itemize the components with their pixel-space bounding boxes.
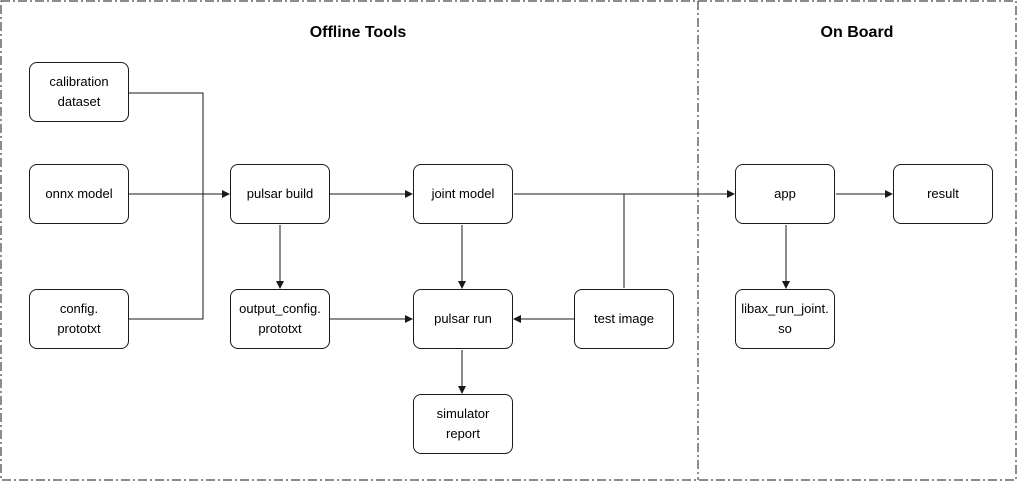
node-result: result — [893, 164, 993, 224]
node-simulator-report: simulator report — [413, 394, 513, 454]
section-title-offline-tools: Offline Tools — [309, 24, 407, 41]
node-app: app — [735, 164, 835, 224]
node-calibration-dataset: calibration dataset — [29, 62, 129, 122]
node-config-prototxt: config. prototxt — [29, 289, 129, 349]
node-test-image: test image — [574, 289, 674, 349]
node-pulsar-build: pulsar build — [230, 164, 330, 224]
node-joint-model: joint model — [413, 164, 513, 224]
node-pulsar-run: pulsar run — [413, 289, 513, 349]
edge-calibration-to-merge — [129, 92, 204, 194]
node-libax-run-joint-so: libax_run_joint. so — [735, 289, 835, 349]
node-output-config-prototxt: output_config. prototxt — [230, 289, 330, 349]
edge-config-to-merge — [129, 194, 204, 320]
section-title-on-board: On Board — [820, 24, 894, 41]
node-onnx-model: onnx model — [29, 164, 129, 224]
